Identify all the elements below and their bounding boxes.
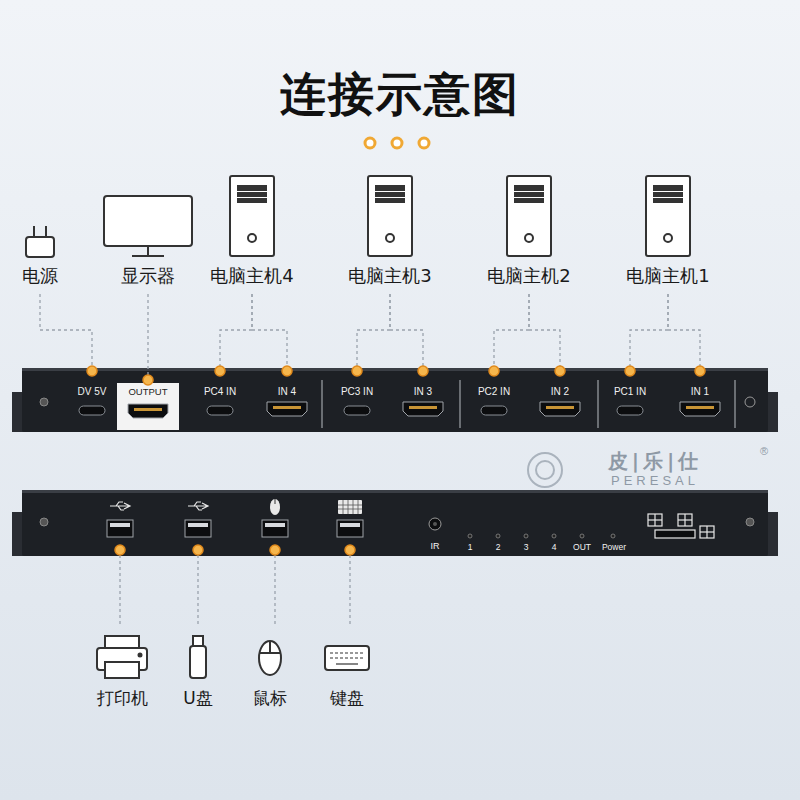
connector: [40, 294, 97, 376]
port-label: PC2 IN: [478, 386, 510, 398]
jack-label: IR: [431, 541, 440, 552]
connector: [143, 294, 153, 385]
port-dot: [625, 366, 635, 376]
device-label: 电脑主机3: [348, 264, 431, 288]
device-node: 电脑主机2: [483, 172, 575, 288]
port-dot: [87, 366, 97, 376]
peripheral-label: 打印机: [97, 688, 148, 708]
port-label: PC1 IN: [614, 386, 646, 398]
connector: [529, 294, 565, 376]
port-dot: [143, 375, 153, 385]
device-label: 电脑主机4: [210, 264, 293, 288]
keyboard-icon: [325, 646, 369, 670]
device-node: 显示器: [98, 190, 198, 288]
connector: [252, 294, 292, 376]
mouse-mark: [270, 499, 280, 515]
connector: [489, 294, 529, 376]
led-label: 3: [524, 542, 529, 552]
keyboard-mark: [338, 500, 362, 514]
port-dot: [489, 366, 499, 376]
port-label-box: IN 4: [262, 374, 312, 428]
port-label: DV 5V: [78, 386, 107, 398]
port-label-box: IN 3: [398, 374, 448, 428]
device-label: 电源: [22, 264, 58, 288]
peripheral-label: U盘: [183, 688, 212, 708]
led-label: OUT: [573, 542, 591, 552]
diagram-title: 连接示意图: [0, 64, 800, 126]
connector: [390, 294, 428, 376]
port-label-box: PC2 IN: [466, 374, 522, 428]
device-node: 电脑主机4: [206, 172, 298, 288]
device-node: 电脑主机1: [622, 172, 714, 288]
led-label: 4: [552, 542, 557, 552]
dashed-wire: [220, 294, 252, 372]
usb-drive-icon: [190, 636, 206, 678]
device-label: 电脑主机2: [487, 264, 570, 288]
port-dots: [115, 545, 355, 555]
port-label: IN 1: [691, 386, 709, 398]
dashed-wire: [147, 294, 148, 381]
connector: [625, 294, 668, 376]
port-label-box: IN 1: [675, 374, 725, 428]
peripheral-label: 键盘: [330, 688, 364, 708]
watermark: ®: [760, 445, 768, 458]
port-label-box: PC1 IN: [602, 374, 658, 428]
port-label-box: DV 5V: [70, 374, 114, 428]
dashed-wire: [357, 294, 390, 372]
watermark-logo: [528, 453, 562, 487]
port-label: PC3 IN: [341, 386, 373, 398]
decor-dots: [365, 138, 429, 148]
plug-icon: [26, 226, 54, 257]
led-label: Power: [602, 542, 626, 552]
device-label: 显示器: [121, 264, 175, 288]
port-label-box: IN 2: [535, 374, 585, 428]
port-label: IN 2: [551, 386, 569, 398]
port-label-box: PC3 IN: [329, 374, 385, 428]
led-label: 1: [468, 542, 473, 552]
port-label-box: PC4 IN: [192, 374, 248, 428]
port-dot: [418, 366, 428, 376]
port-dot: [695, 366, 705, 376]
watermark: PERESAL: [611, 473, 699, 489]
device-label: 电脑主机1: [626, 264, 709, 288]
switch-rear-panel: [12, 368, 778, 432]
port-label: PC4 IN: [204, 386, 236, 398]
peripheral-label: 鼠标: [253, 688, 287, 708]
watermark: 皮|乐|仕: [608, 449, 703, 473]
connector: [668, 294, 705, 376]
dashed-wire: [668, 294, 700, 372]
dashed-wire: [252, 294, 287, 372]
port-dot: [215, 366, 225, 376]
port-label-box: OUTPUT: [118, 383, 178, 430]
port-label: IN 3: [414, 386, 432, 398]
dashed-wire: [630, 294, 668, 372]
port-label: OUTPUT: [128, 386, 167, 398]
pc-tower-icons: [230, 176, 690, 256]
dip-switch: [648, 514, 714, 538]
mouse-icon: [259, 641, 281, 675]
dashed-wire: [529, 294, 560, 372]
device-node: 电源: [10, 222, 70, 288]
port-label: IN 4: [278, 386, 296, 398]
connector: [215, 294, 252, 376]
printer-icon: [97, 636, 147, 678]
connector: [352, 294, 390, 376]
monitor-icon: [104, 196, 192, 256]
dashed-wire: [390, 294, 423, 372]
port-dot: [352, 366, 362, 376]
dashed-wire: [494, 294, 529, 372]
switch-front-panel: [12, 490, 778, 556]
device-node: 电脑主机3: [344, 172, 436, 288]
dashed-wire: [40, 294, 92, 372]
leader-lines: [120, 555, 350, 624]
led-label: 2: [496, 542, 501, 552]
port-dot: [282, 366, 292, 376]
port-dot: [555, 366, 565, 376]
